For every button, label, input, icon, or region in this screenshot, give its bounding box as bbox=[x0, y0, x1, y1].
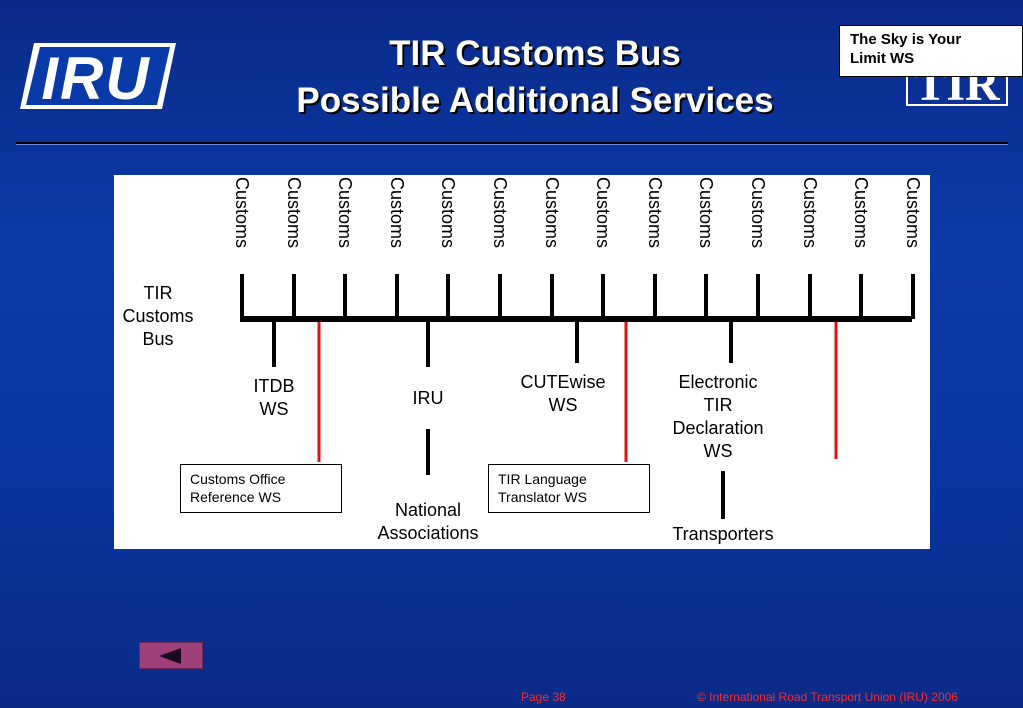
customs-label: Customs bbox=[232, 177, 252, 249]
cutewise-node: CUTEwise WS bbox=[508, 371, 618, 417]
bus-label-line-2: Customs bbox=[122, 306, 194, 326]
iru-node: IRU bbox=[412, 388, 444, 408]
title-line-2: Possible Additional Services bbox=[296, 81, 774, 120]
customs-label: Customs bbox=[903, 177, 923, 249]
diagram-lines bbox=[240, 274, 915, 519]
electronic-line-1: Electronic bbox=[678, 372, 758, 392]
electronic-line-3: Declaration bbox=[672, 418, 764, 438]
itdb-node: ITDB WS bbox=[234, 375, 314, 421]
national-line-2: Associations bbox=[377, 523, 479, 543]
back-button[interactable] bbox=[139, 642, 203, 669]
cutewise-line-1: CUTEwise bbox=[520, 372, 606, 392]
national-associations-node: National Associations bbox=[364, 499, 492, 545]
electronic-line-2: TIR bbox=[703, 395, 733, 415]
tir-language-line-1: TIR Language bbox=[498, 471, 587, 487]
customs-label: Customs bbox=[490, 177, 510, 249]
customs-label: Customs bbox=[284, 177, 304, 249]
customs-label: Customs bbox=[335, 177, 355, 249]
customs-label: Customs bbox=[800, 177, 820, 249]
electronic-line-4: WS bbox=[703, 441, 733, 461]
sky-limit-badge: The Sky is Your Limit WS bbox=[839, 25, 1023, 77]
customs-office-line-1: Customs Office bbox=[190, 471, 286, 487]
badge-line-2: Limit WS bbox=[850, 50, 915, 67]
tir-language-box: TIR Language Translator WS bbox=[488, 464, 650, 513]
customs-office-line-2: Reference WS bbox=[190, 489, 282, 505]
title-line-1: TIR Customs Bus bbox=[389, 34, 681, 73]
bus-label: TIR Customs Bus bbox=[114, 282, 202, 351]
customs-office-box: Customs Office Reference WS bbox=[180, 464, 342, 513]
copyright-notice: © International Road Transport Union (IR… bbox=[697, 690, 958, 704]
cutewise-line-2: WS bbox=[548, 395, 578, 415]
customs-label: Customs bbox=[748, 177, 768, 249]
customs-label: Customs bbox=[645, 177, 665, 249]
transporters-node: Transporters bbox=[672, 524, 774, 544]
title-divider bbox=[16, 142, 1008, 145]
customs-label: Customs bbox=[593, 177, 613, 249]
iru-logo-text: IRU bbox=[41, 45, 150, 111]
customs-label: Customs bbox=[387, 177, 407, 249]
customs-label: Customs bbox=[542, 177, 562, 249]
customs-label: Customs bbox=[696, 177, 716, 249]
itdb-line-1: ITDB bbox=[253, 376, 295, 396]
customs-label: Customs bbox=[851, 177, 871, 249]
bus-label-line-1: TIR bbox=[143, 283, 173, 303]
customs-label: Customs bbox=[438, 177, 458, 249]
page-title: TIR Customs Bus Possible Additional Serv… bbox=[200, 30, 870, 124]
page-number: Page 38 bbox=[521, 690, 566, 704]
tir-language-line-2: Translator WS bbox=[498, 489, 587, 505]
badge-line-1: The Sky is Your bbox=[850, 31, 962, 48]
iru-logo: IRU bbox=[20, 41, 176, 112]
electronic-tir-node: Electronic TIR Declaration WS bbox=[658, 371, 778, 463]
national-line-1: National bbox=[394, 500, 462, 520]
back-arrow-icon bbox=[159, 647, 181, 664]
bus-label-line-3: Bus bbox=[142, 329, 174, 349]
itdb-line-2: WS bbox=[259, 399, 289, 419]
